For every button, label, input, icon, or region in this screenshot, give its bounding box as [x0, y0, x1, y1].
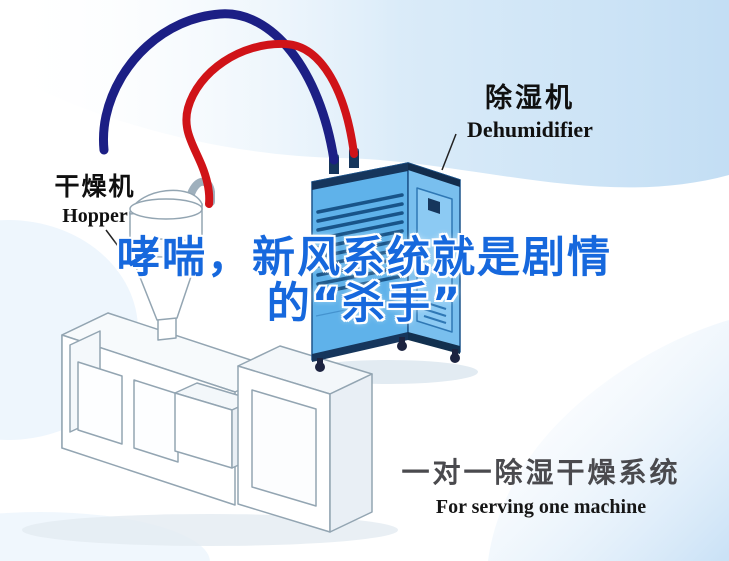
footer-caption-zh: 一对一除湿干燥系统	[401, 456, 681, 489]
caster-wheels	[315, 337, 460, 372]
hopper-assembly	[129, 177, 215, 341]
base-strip-side	[408, 332, 460, 354]
machine-door-panel-2	[133, 379, 179, 463]
dehumidifier-leader-line	[441, 133, 457, 171]
dehumidifier-machine	[311, 147, 461, 372]
hopper-leader-line	[105, 229, 125, 255]
dehumidifier-label: 除湿机 Dehumidifier	[448, 76, 612, 143]
hoses	[98, 9, 358, 208]
headline: 哮喘，新风系统就是剧情 的“杀手”	[0, 233, 729, 329]
leader-lines	[105, 133, 457, 255]
footer-caption-en: For serving one machine	[435, 496, 647, 518]
headline-line1: 哮喘，新风系统就是剧情	[117, 233, 612, 283]
hose-connector-left	[329, 156, 339, 174]
machine-door-panel-1	[77, 361, 123, 445]
vent-slots	[316, 193, 404, 295]
hopper-label: 干燥机 Hopper	[42, 167, 148, 228]
blue-hose	[98, 9, 339, 165]
top-wash	[0, 0, 729, 188]
hopper-cone-rim	[129, 238, 203, 258]
front-panel-divider	[315, 297, 405, 317]
headline-line2: 的“杀手”	[266, 278, 463, 329]
side-door-vents	[423, 301, 447, 324]
hopper-label-zh: 干燥机	[54, 172, 136, 201]
hopper-label-en: Hopper	[62, 205, 128, 227]
dehumidifier-top-band-front	[312, 163, 408, 190]
hopper-lid-rim	[129, 198, 203, 220]
bottom-right-wash	[488, 320, 729, 561]
dehumidifier-label-en: Dehumidifier	[467, 117, 593, 142]
side-door	[416, 187, 453, 333]
base-strip-front	[312, 332, 408, 362]
red-hose	[182, 39, 358, 208]
footer-caption: 一对一除湿干燥系统 For serving one machine	[385, 451, 697, 519]
dehumidifier-label-zh: 除湿机	[485, 83, 575, 114]
cabinet-front-panel	[251, 389, 317, 507]
side-controller	[428, 198, 440, 214]
cabinet-side-face	[329, 373, 373, 533]
extruder-machine	[61, 312, 373, 533]
dehumidifier-top-band-side	[408, 163, 460, 187]
hose-connector-right	[349, 150, 359, 168]
